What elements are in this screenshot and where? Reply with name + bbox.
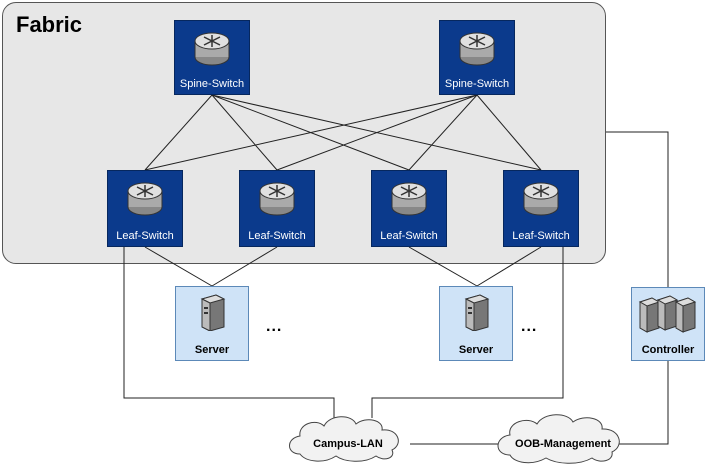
leaf-switch-1: Leaf-Switch — [107, 170, 183, 247]
link-leaf2-server1 — [211, 246, 278, 287]
link-spine2-leaf3 — [408, 94, 478, 171]
router-icon — [391, 182, 427, 216]
leaf-switch-label: Leaf-Switch — [116, 230, 174, 242]
more-servers-ellipsis: ... — [266, 318, 283, 335]
server-icon — [464, 294, 490, 331]
leaf-switch-4: Leaf-Switch — [503, 170, 579, 247]
leaf-switch-3: Leaf-Switch — [371, 170, 447, 247]
link-spine2-leaf2 — [276, 94, 478, 171]
link-leaf3-server2 — [408, 246, 478, 287]
router-icon — [523, 182, 559, 216]
more-servers-ellipsis: ... — [521, 318, 538, 335]
server-cluster-icon — [638, 295, 697, 333]
router-icon — [127, 182, 163, 216]
link-spine2-leaf1 — [144, 94, 478, 171]
spine-switch-label: Spine-Switch — [444, 78, 510, 90]
server-label: Server — [458, 344, 494, 356]
leaf-switch-label: Leaf-Switch — [248, 230, 306, 242]
link-leaf4-campus — [371, 247, 564, 418]
leaf-switch-label: Leaf-Switch — [512, 230, 570, 242]
campus-lan-label: Campus-LAN — [313, 438, 383, 450]
server-icon — [200, 294, 226, 331]
router-icon — [194, 32, 230, 66]
controller: Controller — [631, 287, 705, 361]
server-label: Server — [194, 344, 230, 356]
server-2: Server — [439, 286, 513, 361]
spine-switch-2: Spine-Switch — [439, 20, 515, 95]
controller-label: Controller — [641, 344, 695, 356]
cloud-icon — [289, 416, 399, 462]
link-spine1-leaf1 — [144, 94, 213, 171]
router-icon — [259, 182, 295, 216]
link-controller-oob — [617, 361, 669, 445]
link-leaf1-server1 — [144, 246, 213, 287]
leaf-switch-2: Leaf-Switch — [239, 170, 315, 247]
spine-switch-1: Spine-Switch — [174, 20, 250, 95]
fabric-title: Fabric — [16, 12, 83, 37]
link-fabric-controller — [606, 131, 669, 287]
link-leaf1-campus — [123, 247, 335, 418]
leaf-switch-label: Leaf-Switch — [380, 230, 438, 242]
server-1: Server — [175, 286, 249, 361]
cloud-icon — [497, 414, 620, 464]
link-leaf4-server2 — [476, 246, 542, 287]
oob-management-label: OOB-Management — [515, 438, 611, 450]
router-icon — [459, 32, 495, 66]
spine-switch-label: Spine-Switch — [179, 78, 245, 90]
link-spine1-leaf2 — [211, 94, 278, 171]
link-spine2-leaf4 — [476, 94, 542, 171]
